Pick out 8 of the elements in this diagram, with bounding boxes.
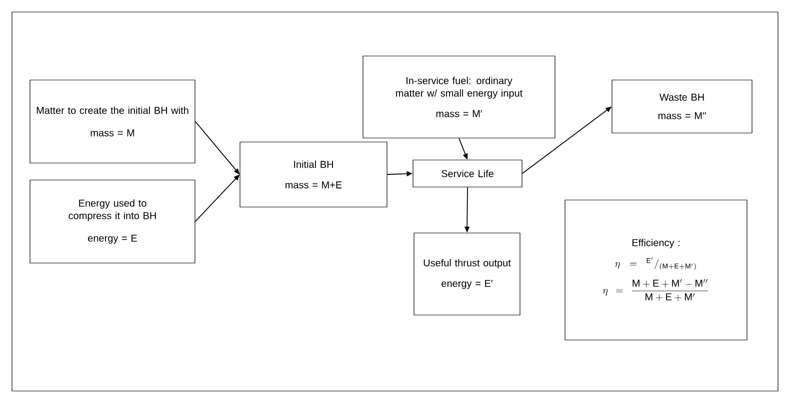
process-box: Useful thrust output energy = E′ — [414, 232, 520, 316]
efficiency-box: Efficiency : $\eta = {}^{\mathrm{E}'}/_{(\mathrm{M}+\mathrm{E}+\mathrm{M}')}$ $\eta = \frac{\mathrm{M}+\mathrm{E}+\mathrm{M}'-\mathrm{M}''}{\mathrm{M}+\mathrm{E}+\mathrm{M}'}$ — [564, 200, 748, 340]
process-box: Service Life — [412, 160, 522, 188]
process-box: Energy used to compress it into BH energy = E — [30, 180, 196, 264]
process-box: Initial BH mass = M+E — [240, 142, 388, 208]
process-box: Matter to create the initial BH with mass = M — [30, 80, 196, 164]
process-box: Waste BH mass = M′′ — [612, 80, 752, 134]
process-box: In-service fuel: ordinary matter w/ small energy input mass = M′ — [362, 56, 556, 138]
